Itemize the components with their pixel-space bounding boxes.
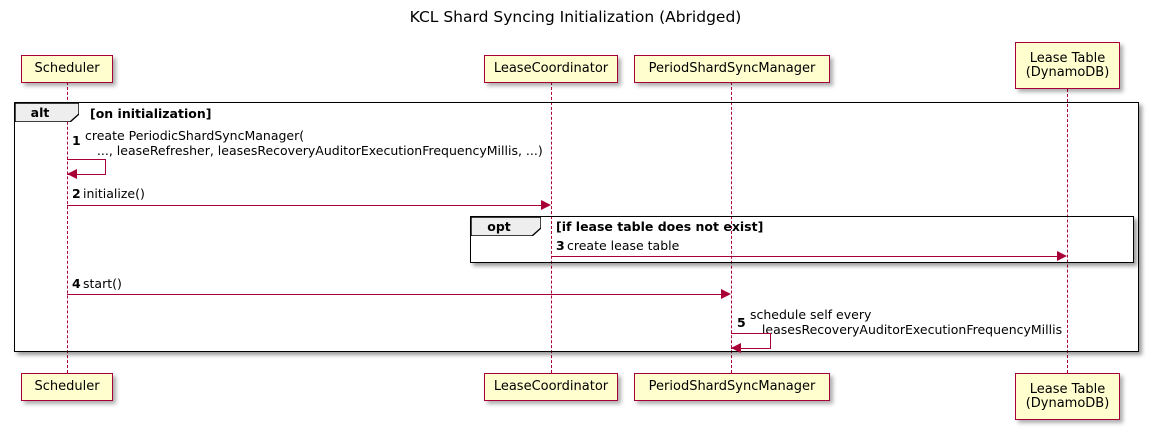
message-3-arrowhead: [1057, 251, 1067, 261]
message-2-line: [67, 205, 543, 206]
participant-scheduler-bottom[interactable]: Scheduler: [21, 373, 113, 401]
alt-frame: [14, 102, 1139, 352]
opt-operator-label: opt: [487, 219, 511, 234]
diagram-title: KCL Shard Syncing Initialization (Abridg…: [409, 8, 742, 26]
opt-frame-tab: opt: [471, 217, 541, 236]
participant-period-shard-sync-manager-bottom[interactable]: PeriodShardSyncManager: [634, 373, 830, 401]
message-2-arrowhead: [541, 200, 551, 210]
message-5-self-call-box: [731, 333, 771, 349]
opt-tab-shape: [471, 217, 541, 236]
message-3-label: create lease table: [567, 238, 680, 253]
opt-condition-label: [if lease table does not exist]: [556, 219, 764, 234]
alt-frame-tab: alt: [15, 103, 79, 122]
message-4-arrowhead: [721, 289, 731, 299]
message-1-arrowhead: [67, 169, 77, 179]
participant-lease-table-bottom[interactable]: Lease Table (DynamoDB): [1015, 373, 1120, 420]
message-5-label: schedule self every leasesRecoveryAudito…: [750, 307, 1063, 337]
msg-num-2: 2: [72, 186, 81, 201]
message-2-number: 2: [72, 186, 81, 201]
participant-period-shard-sync-manager-top[interactable]: PeriodShardSyncManager: [634, 55, 830, 83]
message-1-number: 1: [72, 133, 81, 148]
lifeline-lease-table: [1067, 89, 1068, 373]
message-4-line: [67, 294, 723, 295]
lifeline-lease-coordinator: [551, 82, 552, 373]
message-4-number: 4: [72, 276, 81, 291]
message-2-label: initialize(): [83, 186, 145, 201]
message-5-arrowhead: [731, 343, 741, 353]
alt-condition-label: [on initialization]: [90, 106, 212, 121]
lifeline-scheduler: [67, 82, 68, 373]
opt-frame: [470, 216, 1134, 263]
participant-scheduler-top[interactable]: Scheduler: [21, 55, 113, 83]
alt-tab-shape: [15, 103, 79, 122]
msg-num-3: 3: [556, 238, 565, 253]
participant-lease-table-top[interactable]: Lease Table (DynamoDB): [1015, 42, 1120, 89]
lifeline-period-shard-sync-manager: [731, 82, 732, 373]
participant-lease-coordinator-top[interactable]: LeaseCoordinator: [484, 55, 618, 83]
msg-num-5: 5: [737, 315, 746, 330]
message-1-self-call-box: [67, 159, 106, 175]
message-1-label: create PeriodicShardSyncManager( ..., le…: [85, 128, 543, 158]
alt-operator-label: alt: [30, 105, 50, 120]
message-3-line: [551, 256, 1059, 257]
message-5-number: 5: [737, 315, 746, 330]
participant-lease-coordinator-bottom[interactable]: LeaseCoordinator: [484, 373, 618, 401]
msg-num-4: 4: [72, 276, 81, 291]
msg-num-1: 1: [72, 133, 81, 148]
message-3-number: 3: [556, 238, 565, 253]
message-4-label: start(): [83, 276, 122, 291]
